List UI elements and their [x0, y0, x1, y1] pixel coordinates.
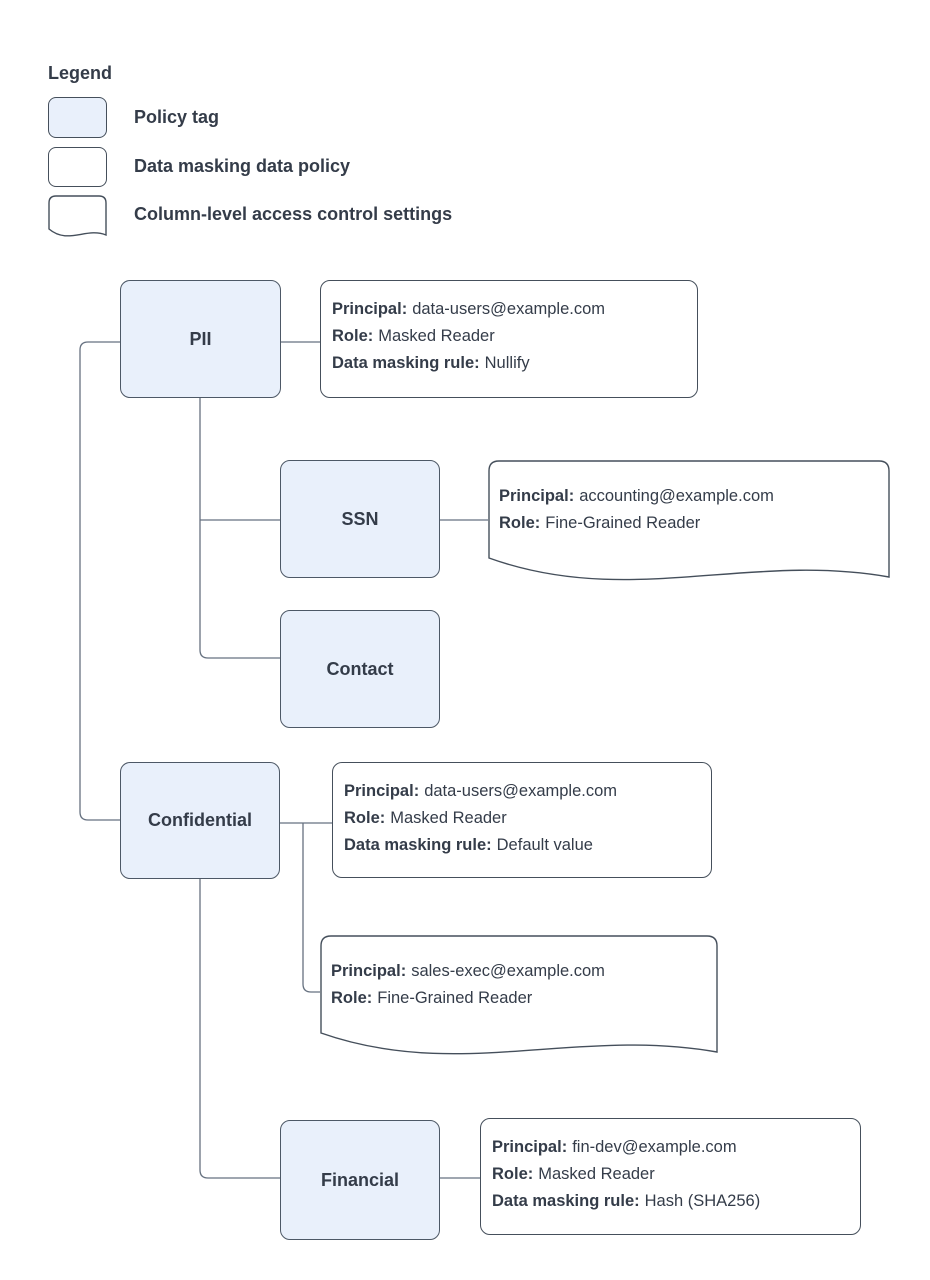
node-financial: Financial	[280, 1120, 440, 1240]
node-confidential: Confidential	[120, 762, 280, 879]
node-ssn: SSN	[280, 460, 440, 578]
node-pii-label: PII	[189, 328, 212, 349]
legend-label-data-masking: Data masking data policy	[134, 156, 351, 176]
node-ssn-label: SSN	[341, 508, 379, 529]
policy-principal-line: Principal:sales-exec@example.com	[331, 962, 605, 980]
policy-role-line: Role:Fine-Grained Reader	[499, 514, 701, 532]
policy-tag-swatch	[48, 97, 107, 138]
data-masking-policy-swatch	[48, 147, 107, 187]
policy-principal-line: Principal:accounting@example.com	[499, 487, 774, 505]
legend-label-policy-tag: Policy tag	[134, 107, 220, 127]
document-shape	[488, 460, 890, 581]
acl-box-ssn: Principal:accounting@example.com Role:Fi…	[488, 460, 890, 595]
node-financial-label: Financial	[320, 1169, 400, 1190]
policy-box-pii-masking: Principal:data-users@example.com Role:Ma…	[320, 280, 698, 398]
document-shape	[320, 935, 718, 1055]
column-acl-swatch	[48, 195, 107, 237]
policy-box-confidential-masking: Principal:data-users@example.com Role:Ma…	[332, 762, 712, 878]
legend-title: Legend	[48, 63, 113, 83]
acl-box-confidential: Principal:sales-exec@example.com Role:Fi…	[320, 935, 718, 1065]
policy-principal-line: Principal:fin-dev@example.com	[492, 1138, 737, 1156]
legend-label-column-acl: Column-level access control settings	[134, 204, 453, 224]
node-contact-label: Contact	[326, 658, 394, 679]
edge-pii-children-trunk	[199, 398, 280, 659]
policy-role-line: Role:Fine-Grained Reader	[331, 989, 533, 1007]
policy-role-line: Role:Masked Reader	[492, 1165, 655, 1183]
node-contact: Contact	[280, 610, 440, 728]
policy-principal-line: Principal:data-users@example.com	[344, 782, 618, 800]
node-confidential-label: Confidential	[148, 810, 252, 830]
policy-rule-line: Data masking rule:Hash (SHA256)	[492, 1192, 761, 1210]
policy-role-line: Role:Masked Reader	[344, 809, 507, 827]
edge-confidential-to-acl	[302, 823, 320, 993]
policy-rule-line: Data masking rule:Default value	[344, 836, 593, 854]
edge-pii-to-confidential	[79, 341, 120, 821]
policy-rule-line: Data masking rule:Nullify	[332, 354, 530, 372]
policy-principal-line: Principal:data-users@example.com	[332, 300, 606, 318]
policy-role-line: Role:Masked Reader	[332, 327, 495, 345]
policy-box-financial-masking: Principal:fin-dev@example.com Role:Maske…	[480, 1118, 861, 1235]
edge-confidential-to-financial	[199, 879, 280, 1179]
node-pii: PII	[120, 280, 281, 398]
